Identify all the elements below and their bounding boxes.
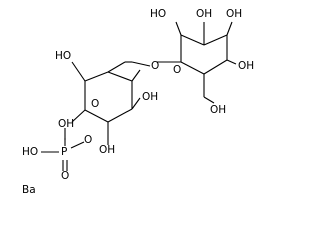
oh-right-label: OH [238,60,254,72]
bond-lines [41,21,237,171]
phosphorus-label: P [61,146,67,158]
oh-ch2-left-label: HO [55,50,71,62]
bond [203,96,215,104]
oh-phosphate-label: OH [58,118,74,130]
oh-top-mid-label: OH [196,8,212,20]
ho-phosphate-label: HO [22,146,38,158]
bond [107,108,133,123]
bond [131,61,151,67]
bond [131,97,141,110]
oh-top-left-label: HO [150,8,166,20]
o-double-label: O [61,170,69,182]
barium-label: Ba [22,184,36,196]
oh-bottom-label: OH [99,144,115,156]
bond [84,71,109,82]
bond [70,141,85,149]
bond [226,59,237,65]
bond [175,21,182,36]
bond [107,71,133,82]
oh-ch2-right-label: OH [210,104,226,116]
bond [107,61,126,73]
bond [71,61,86,82]
structure-canvas: HO OH OH OH HO O OH O O OH OH HO P O OH … [22,8,254,196]
bond [131,69,141,82]
bond [203,59,228,75]
oh-top-right-label: OH [226,8,242,20]
o-ring-right-label: O [173,64,181,76]
bond [71,109,86,123]
oh-center-label: OH [142,91,158,103]
o-ring-left-label: O [91,98,99,110]
bond [226,21,233,36]
bond [203,34,228,46]
o-phosphoester-label: O [84,134,92,146]
bond [180,61,205,75]
atom-labels: HO OH OH OH HO O OH O O OH OH HO P O OH … [22,8,254,196]
bond [84,109,109,123]
bond [180,34,205,46]
o-glycosidic-label: O [151,60,159,72]
